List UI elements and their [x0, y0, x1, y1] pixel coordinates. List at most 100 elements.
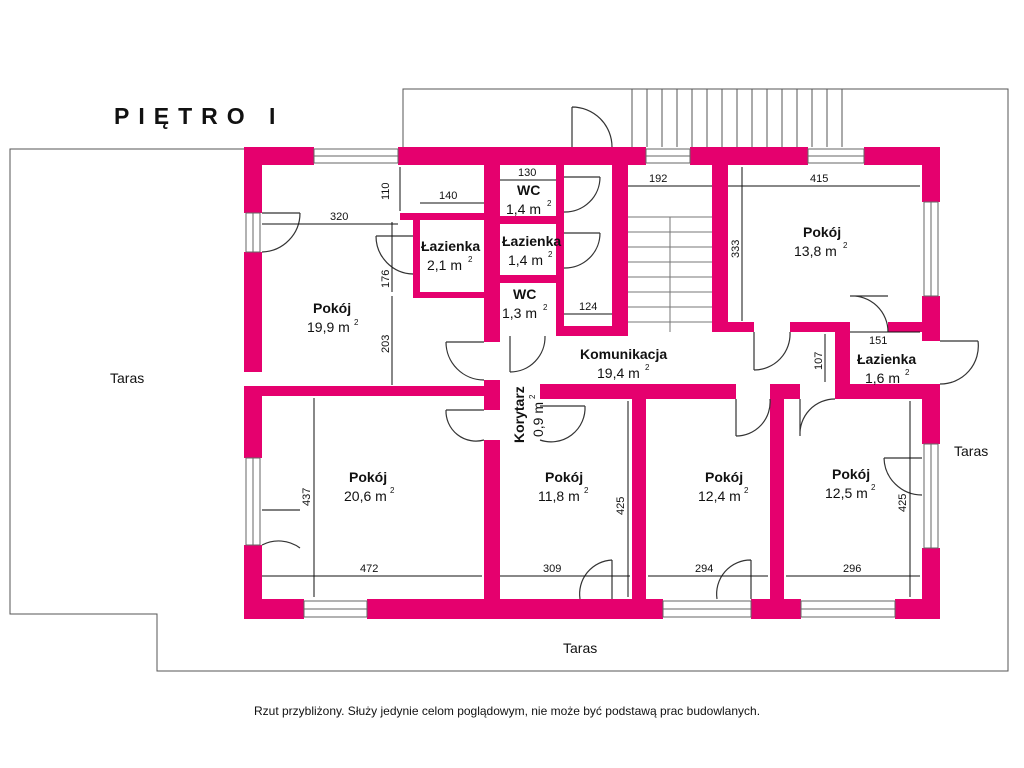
room-wc-2: WC 1,3 m 2 — [502, 286, 548, 321]
windows — [245, 148, 939, 618]
terrace-west-label: Taras — [110, 370, 144, 386]
area-superscript: 2 — [548, 250, 553, 259]
door-swing — [445, 341, 485, 381]
room-area: 2,1 m — [427, 257, 462, 273]
door-swing — [735, 398, 771, 437]
stairs-interior — [628, 216, 712, 332]
area-superscript: 2 — [744, 486, 749, 495]
room-name: Pokój — [545, 469, 583, 485]
room-name: WC — [513, 286, 536, 302]
terrace-east-label: Taras — [954, 443, 988, 459]
room-area: 20,6 m — [344, 488, 387, 504]
door-swing — [539, 405, 586, 443]
dimension-label: 110 — [380, 182, 392, 200]
room-name: Pokój — [832, 466, 870, 482]
room-name: Łazienka — [857, 351, 916, 367]
room-komunikacja: Komunikacja 19,4 m 2 — [580, 346, 667, 381]
door-swing — [571, 106, 613, 148]
door-swing — [563, 176, 601, 213]
door-swing — [579, 559, 613, 600]
room-area: 19,9 m — [307, 319, 350, 335]
terrace-south-label: Taras — [563, 640, 597, 656]
room-area: 13,8 m — [794, 243, 837, 259]
room-pokoj-ne: Pokój 13,8 m 2 — [794, 224, 848, 259]
room-area: 1,4 m — [506, 201, 541, 217]
dimension-label: 472 — [360, 563, 378, 575]
room-area: 1,3 m — [502, 305, 537, 321]
room-korytarz: Korytarz 0,9 m 2 — [511, 386, 546, 443]
door-swing — [445, 409, 485, 442]
dimension-label: 296 — [843, 563, 861, 575]
room-pokoj-nw: Pokój 19,9 m 2 — [307, 300, 359, 335]
room-name: Pokój — [313, 300, 351, 316]
dimension-label: 176 — [380, 270, 392, 288]
dimension-label: 333 — [730, 240, 742, 258]
door-swing — [716, 559, 752, 600]
area-superscript: 2 — [468, 255, 473, 264]
room-lazienka-2: Łazienka 1,4 m 2 — [502, 233, 561, 268]
room-area: 1,4 m — [508, 252, 543, 268]
room-area: 1,6 m — [865, 370, 900, 386]
dimension-label: 320 — [330, 211, 348, 223]
dimension-label: 151 — [869, 335, 887, 347]
door-swing — [799, 398, 836, 437]
door-swing — [261, 212, 301, 253]
door-swing — [883, 457, 923, 496]
room-area: 12,5 m — [825, 485, 868, 501]
disclaimer-note: Rzut przybliżony. Służy jedynie celom po… — [254, 704, 760, 718]
terrace-outline — [9, 88, 1009, 672]
dimension-labels: 130 192 415 110 140 320 333 176 203 124 … — [301, 167, 909, 575]
dimension-label: 130 — [518, 167, 536, 179]
room-name: Pokój — [705, 469, 743, 485]
area-superscript: 2 — [543, 303, 548, 312]
door-swing — [261, 509, 301, 549]
room-name: WC — [517, 182, 540, 198]
area-superscript: 2 — [390, 486, 395, 495]
stairs-top — [631, 89, 843, 147]
room-name: Łazienka — [502, 233, 561, 249]
area-superscript: 2 — [645, 363, 650, 372]
dimension-lines — [262, 167, 920, 597]
room-pokoj-se: Pokój 12,5 m 2 — [825, 466, 876, 501]
area-superscript: 2 — [905, 368, 910, 377]
room-name: Komunikacja — [580, 346, 667, 362]
room-area: 12,4 m — [698, 488, 741, 504]
room-wc-1: WC 1,4 m 2 — [506, 182, 552, 217]
dimension-label: 124 — [579, 301, 597, 313]
area-superscript: 2 — [547, 199, 552, 208]
dimension-label: 192 — [649, 173, 667, 185]
dimension-label: 425 — [897, 494, 909, 512]
plan-title: PIĘTRO I — [114, 103, 284, 129]
room-pokoj-s2: Pokój 12,4 m 2 — [698, 469, 749, 504]
room-area: 11,8 m — [538, 488, 580, 504]
room-name: Łazienka — [421, 238, 480, 254]
room-area: 0,9 m — [530, 402, 546, 437]
door-swing — [563, 232, 601, 269]
door-swing — [509, 335, 546, 373]
area-superscript: 2 — [528, 394, 537, 399]
room-area: 19,4 m — [597, 365, 640, 381]
dimension-label: 425 — [615, 497, 627, 515]
room-name: Pokój — [803, 224, 841, 240]
walls — [244, 147, 940, 619]
door-swing — [375, 235, 414, 275]
room-lazienka-3: Łazienka 1,6 m 2 — [857, 351, 916, 386]
doors — [261, 106, 979, 600]
room-name: Korytarz — [511, 386, 527, 443]
room-pokoj-sw: Pokój 20,6 m 2 — [344, 469, 395, 504]
dimension-label: 309 — [543, 563, 561, 575]
dimension-label: 107 — [813, 352, 825, 370]
door-swing — [849, 295, 889, 333]
dimension-label: 437 — [301, 488, 313, 506]
dimension-label: 415 — [810, 173, 828, 185]
area-superscript: 2 — [584, 486, 589, 495]
dimension-label: 294 — [695, 563, 713, 575]
area-superscript: 2 — [354, 318, 359, 327]
area-superscript: 2 — [871, 483, 876, 492]
dimension-label: 140 — [439, 190, 457, 202]
door-swing — [939, 340, 979, 385]
dimension-label: 203 — [380, 335, 392, 353]
room-lazienka-1: Łazienka 2,1 m 2 — [421, 238, 480, 273]
area-superscript: 2 — [843, 241, 848, 250]
